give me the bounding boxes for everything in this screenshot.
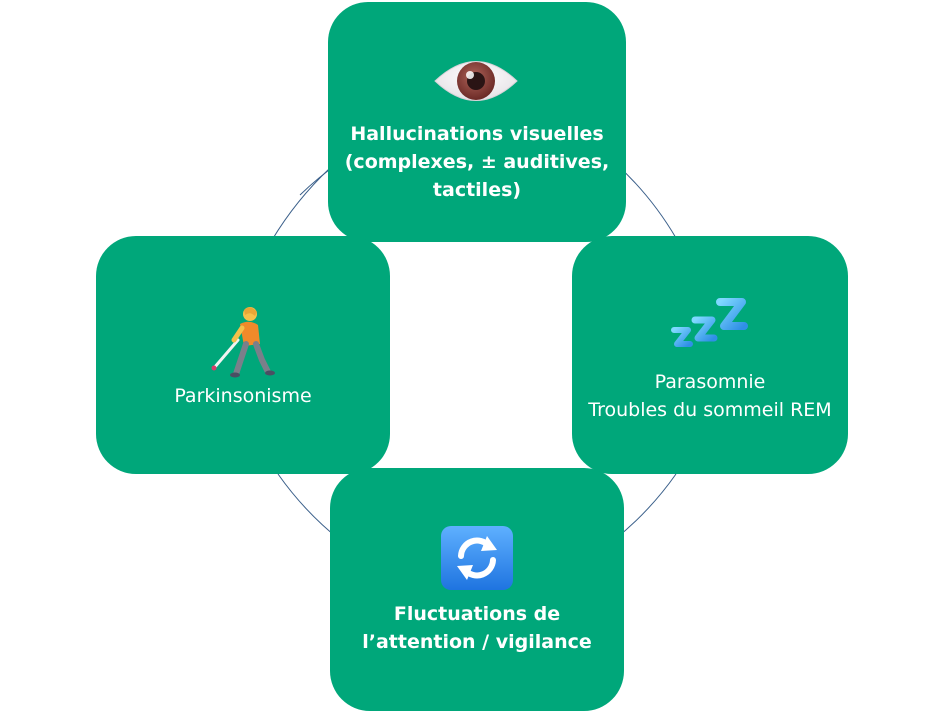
card-label-line: Troubles du sommeil REM — [588, 399, 832, 421]
card-label-line: Parasomnie — [654, 371, 766, 393]
person-with-cane-icon — [211, 307, 275, 378]
card-parkinsonisme-text: Parkinsonisme — [96, 382, 390, 410]
card-fluctuations: Fluctuations de l’attention / vigilance — [330, 468, 624, 711]
card-parkinsonisme: Parkinsonisme — [96, 236, 390, 474]
card-label-line: (complexes, ± auditives, — [344, 151, 610, 173]
card-fluctuations-text: Fluctuations de l’attention / vigilance — [330, 600, 624, 656]
card-label-line: tactiles) — [432, 179, 522, 201]
card-parasomnie: Parasomnie Troubles du sommeil REM — [572, 236, 848, 474]
card-parasomnie-text: Parasomnie Troubles du sommeil REM — [572, 368, 848, 424]
card-label-line: Parkinsonisme — [174, 385, 312, 407]
card-hallucinations: Hallucinations visuelles (complexes, ± a… — [328, 2, 626, 242]
card-label-line: Fluctuations de — [393, 603, 561, 625]
eye-icon — [434, 61, 518, 101]
refresh-arrows-icon — [441, 526, 513, 590]
sleeping-zzz-icon — [671, 298, 748, 347]
card-label-line: l’attention / vigilance — [362, 631, 592, 653]
card-label-line: Hallucinations visuelles — [350, 123, 604, 145]
card-hallucinations-text: Hallucinations visuelles (complexes, ± a… — [328, 120, 626, 204]
